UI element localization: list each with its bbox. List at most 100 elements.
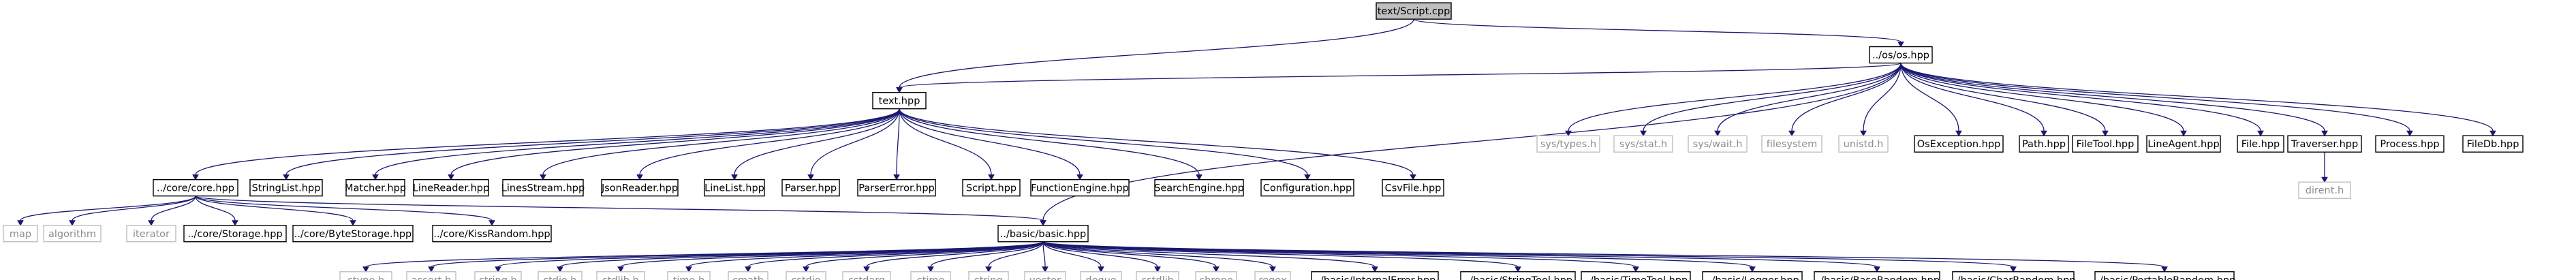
edge-arrowhead-core_hpp-to-storage: [232, 220, 238, 226]
edge-arrowhead-basic_hpp-to-ctime: [927, 266, 934, 273]
node-basic_hpp[interactable]: ../basic/basic.hpp: [997, 225, 1089, 243]
node-script_hpp[interactable]: Script.hpp: [962, 178, 1021, 197]
node-lineagent[interactable]: LineAgent.hpp: [2146, 135, 2221, 153]
edge-basic_hpp-to-cstdio: [805, 241, 1044, 268]
edge-basic_hpp-to-internalerror: [1042, 241, 1376, 268]
edge-arrowhead-text_hpp-to-linesstream: [540, 174, 546, 181]
node-box-filetool: [2072, 135, 2139, 153]
node-osexception[interactable]: OsException.hpp: [1914, 135, 2004, 153]
node-label-regex: regex: [1258, 275, 1286, 280]
edge-core_hpp-to-kissrandom: [195, 196, 493, 221]
node-chrono: chrono: [1195, 271, 1237, 280]
node-parser[interactable]: Parser.hpp: [781, 178, 840, 197]
edge-text_hpp-to-configuration: [899, 108, 1308, 175]
node-stdlib_h: stdlib.h: [596, 271, 645, 280]
node-ctime: ctime: [910, 271, 951, 280]
node-box-text_hpp: [872, 91, 927, 110]
node-box-script_hpp: [962, 178, 1021, 197]
edge-arrowhead-basic_hpp-to-cstdio: [803, 266, 809, 273]
edge-arrowhead-text_hpp-to-csvfile: [1410, 174, 1416, 181]
node-storage[interactable]: ../core/Storage.hpp: [183, 225, 287, 243]
node-jsonreader[interactable]: JsonReader.hpp: [601, 178, 679, 197]
edge-basic_hpp-to-stdlib_h: [620, 241, 1044, 268]
node-box-traverser: [2287, 135, 2362, 153]
edge-arrowhead-basic_hpp-to-cstdarg: [863, 266, 870, 273]
node-stdio_h: stdio.h: [538, 271, 583, 280]
edge-arrowhead-basic_hpp-to-cmath: [745, 266, 751, 273]
node-cmath: cmath: [728, 271, 769, 280]
edge-arrowhead-basic_hpp-to-stringtool: [1515, 266, 1521, 273]
edge-text_hpp-to-searchengine: [899, 108, 1200, 175]
node-portablerandom[interactable]: ../basic/PortableRandom.hpp: [2094, 271, 2236, 280]
node-linereader[interactable]: LineReader.hpp: [413, 178, 489, 197]
node-filedb[interactable]: FileDb.hpp: [2462, 135, 2524, 153]
node-timetool[interactable]: ../basic/TimeTool.hpp: [1581, 271, 1691, 280]
node-box-stringlist: [249, 178, 323, 197]
node-script_cpp[interactable]: text/Script.cpp: [1376, 2, 1452, 20]
node-sys_types: sys/types.h: [1536, 135, 1600, 153]
node-box-configuration: [1260, 178, 1354, 197]
node-parsererror[interactable]: ParserError.hpp: [857, 178, 936, 197]
edge-arrowhead-os_hpp-to-filetool: [2102, 130, 2109, 137]
node-map: map: [3, 225, 38, 243]
edge-arrowhead-basic_hpp-to-time_h: [685, 266, 692, 273]
edge-arrowhead-basic_hpp-to-charrandom: [2010, 266, 2017, 273]
node-csvfile[interactable]: CsvFile.hpp: [1382, 178, 1444, 197]
node-box-csvfile: [1382, 178, 1444, 197]
edge-os_hpp-to-sys_types: [1568, 63, 1902, 131]
node-logger[interactable]: ../basic/Logger.hpp: [1702, 271, 1803, 280]
node-bytestorage[interactable]: ../core/ByteStorage.hpp: [292, 225, 414, 243]
node-file_hpp[interactable]: File.hpp: [2237, 135, 2284, 153]
node-label-filedb: FileDb.hpp: [2467, 139, 2519, 150]
node-box-parser: [781, 178, 840, 197]
node-deque: deque: [1080, 271, 1122, 280]
edge-basic_hpp-to-cstdlib: [1042, 241, 1158, 268]
edge-basic_hpp-to-timetool: [1042, 241, 1636, 268]
node-label-functionengine: FunctionEngine.hpp: [1031, 183, 1129, 194]
node-text_hpp[interactable]: text.hpp: [872, 91, 927, 110]
nodes-layer: text/Script.cpp ../os/os.hpp text.hpp ../co…: [3, 2, 2524, 280]
edge-arrowhead-traverser-to-dirent: [2321, 176, 2328, 183]
node-core_hpp[interactable]: ../core/core.hpp: [153, 178, 238, 197]
node-kissrandom[interactable]: ../core/KissRandom.hpp: [432, 225, 552, 243]
edge-arrowhead-text_hpp-to-matcher: [372, 174, 379, 181]
node-path_hpp[interactable]: Path.hpp: [2019, 135, 2069, 153]
node-configuration[interactable]: Configuration.hpp: [1260, 178, 1354, 197]
node-linelist[interactable]: LineList.hpp: [704, 178, 765, 197]
node-label-searchengine: SearchEngine.hpp: [1154, 183, 1244, 194]
node-matcher[interactable]: Matcher.hpp: [345, 178, 406, 197]
node-os_hpp[interactable]: ../os/os.hpp: [1869, 46, 1933, 64]
edge-arrowhead-basic_hpp-to-string_h: [495, 266, 501, 273]
node-cstdio: cstdio: [786, 271, 826, 280]
node-box-kissrandom: [432, 225, 552, 243]
node-box-algorithm: [43, 225, 102, 243]
node-process[interactable]: Process.hpp: [2375, 135, 2445, 153]
node-baserandom[interactable]: ../basic/BaseRandom.hpp: [1814, 271, 1940, 280]
edge-core_hpp-to-bytestorage: [195, 196, 354, 221]
edge-arrowhead-basic_hpp-to-portablerandom: [2161, 266, 2168, 273]
node-linesstream[interactable]: LinesStream.hpp: [501, 178, 585, 197]
edge-os_hpp-to-file_hpp: [1900, 63, 2261, 131]
node-box-process: [2375, 135, 2445, 153]
node-box-lineagent: [2146, 135, 2221, 153]
node-box-parsererror: [857, 178, 936, 197]
node-label-internalerror: ../basic/InternalError.hpp: [1314, 275, 1436, 280]
edge-basic_hpp-to-string: [988, 241, 1044, 267]
node-traverser[interactable]: Traverser.hpp: [2287, 135, 2362, 153]
node-internalerror[interactable]: ../basic/InternalError.hpp: [1311, 271, 1439, 280]
edge-basic_hpp-to-charrandom: [1042, 241, 2014, 268]
node-functionengine[interactable]: FunctionEngine.hpp: [1030, 178, 1130, 197]
node-stringlist[interactable]: StringList.hpp: [249, 178, 323, 197]
edge-arrowhead-os_hpp-to-filesystem: [1788, 130, 1795, 137]
edge-basic_hpp-to-vector: [1042, 241, 1046, 267]
node-charrandom[interactable]: ../basic/CharRandom.hpp: [1951, 271, 2076, 280]
edge-core_hpp-to-map: [20, 196, 196, 221]
edge-arrowhead-basic_hpp-to-timetool: [1632, 266, 1639, 273]
node-searchengine[interactable]: SearchEngine.hpp: [1154, 178, 1244, 197]
node-box-linereader: [413, 178, 489, 197]
edge-arrowhead-text_hpp-to-searchengine: [1196, 174, 1202, 181]
node-box-file_hpp: [2237, 135, 2284, 153]
node-stringtool[interactable]: ../basic/StringTool.hpp: [1460, 271, 1576, 280]
node-box-filesystem: [1761, 135, 1822, 153]
node-filetool[interactable]: FileTool.hpp: [2072, 135, 2139, 153]
